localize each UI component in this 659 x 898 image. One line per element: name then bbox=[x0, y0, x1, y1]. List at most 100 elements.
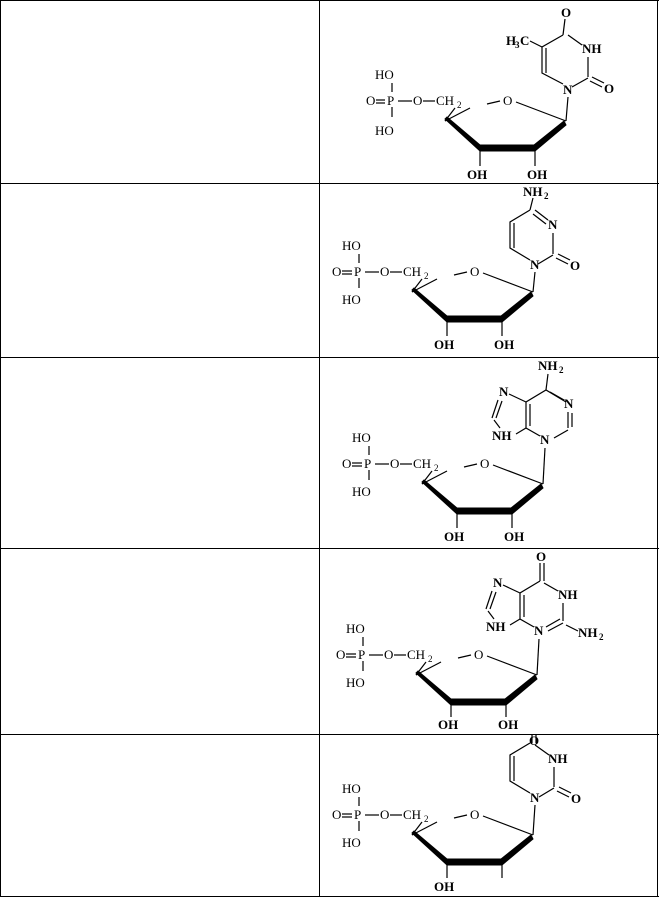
subscript: 2 bbox=[559, 365, 564, 375]
answer-cell[interactable] bbox=[1, 735, 319, 896]
o-label: O bbox=[380, 807, 389, 822]
answer-cell[interactable] bbox=[1, 184, 319, 357]
o-ring-label: O bbox=[470, 264, 479, 279]
p-label: P bbox=[354, 264, 361, 279]
nucleotide-structure-2: HO O P O CH 2 HO O OH OH bbox=[332, 184, 580, 352]
o-label: O bbox=[604, 81, 614, 96]
nh2-label: NH bbox=[538, 358, 558, 373]
subscript: 2 bbox=[424, 271, 429, 281]
o-ring-label: O bbox=[470, 807, 479, 822]
table-border-bottom bbox=[0, 896, 659, 897]
ho-label: HO bbox=[342, 292, 361, 307]
sugar-ring-bottom bbox=[415, 670, 538, 706]
sugar-ring-bottom bbox=[411, 830, 534, 866]
ho-label: HO bbox=[346, 621, 365, 636]
p-label: P bbox=[358, 647, 365, 662]
nucleotide-structure-3: HO O P O CH 2 HO O OH OH bbox=[342, 358, 574, 544]
o-label: O bbox=[561, 5, 571, 20]
o-label: O bbox=[570, 258, 580, 273]
n-label: N bbox=[499, 384, 509, 399]
p-label: P bbox=[364, 456, 371, 471]
p-label: P bbox=[387, 93, 394, 108]
ho-label: HO bbox=[375, 123, 394, 138]
o-label: O bbox=[529, 735, 539, 748]
subscript: 3 bbox=[515, 40, 520, 50]
subscript: 2 bbox=[457, 100, 462, 110]
sugar-ring-bottom bbox=[444, 116, 567, 152]
oh-label: OH bbox=[498, 717, 518, 732]
subscript: 2 bbox=[544, 191, 549, 201]
nh-label: NH bbox=[548, 751, 568, 766]
p-label: P bbox=[354, 807, 361, 822]
table-row: HO O P O CH 2 HO O OH OH bbox=[0, 184, 659, 357]
nucleotide-structure-4: HO O P O CH 2 HO O OH OH bbox=[336, 549, 604, 732]
ho-label: HO bbox=[352, 430, 371, 445]
o-label: O bbox=[332, 264, 341, 279]
ho-label: HO bbox=[346, 675, 365, 690]
o-label: O bbox=[336, 647, 345, 662]
oh-label: OH bbox=[444, 529, 464, 544]
table-row: HO O P O CH 2 HO O OH OH bbox=[0, 358, 659, 548]
table-row: HO O P O CH 2 HO O OH bbox=[0, 1, 659, 183]
ho-label: HO bbox=[375, 67, 394, 82]
ch-label: CH bbox=[407, 647, 425, 662]
oh-label: OH bbox=[504, 529, 524, 544]
row-divider bbox=[0, 183, 659, 184]
o-label: O bbox=[342, 456, 351, 471]
ho-label: HO bbox=[342, 238, 361, 253]
structure-cell: HO O P O CH 2 HO O OH OH bbox=[320, 358, 658, 548]
ch-label: CH bbox=[403, 807, 421, 822]
subscript: 2 bbox=[599, 632, 604, 642]
row-divider bbox=[0, 548, 659, 549]
o-label: O bbox=[384, 647, 393, 662]
ho-label: HO bbox=[352, 484, 371, 499]
nh-label: NH bbox=[558, 587, 578, 602]
sugar-ring-bottom bbox=[421, 479, 544, 515]
oh-label: OH bbox=[527, 167, 547, 182]
n-label: N bbox=[534, 623, 544, 638]
answer-cell[interactable] bbox=[1, 549, 319, 734]
subscript: 2 bbox=[424, 814, 429, 824]
structure-cell: HO O P O CH 2 HO O OH OH bbox=[320, 549, 658, 734]
n-label: N bbox=[564, 396, 574, 411]
o-ring-label: O bbox=[474, 647, 483, 662]
o-label: O bbox=[390, 456, 399, 471]
nh-label: NH bbox=[486, 619, 506, 634]
table-border-left bbox=[0, 0, 1, 897]
sugar-ring-bottom bbox=[411, 287, 534, 323]
structure-cell: HO O P O CH 2 HO O OH bbox=[320, 735, 658, 896]
o-label: O bbox=[571, 791, 581, 806]
ch-label: CH bbox=[413, 456, 431, 471]
nucleotide-structure-1: HO O P O CH 2 HO O OH bbox=[366, 5, 614, 182]
ch-label: CH bbox=[403, 264, 421, 279]
n-label: N bbox=[493, 575, 503, 590]
o-label: O bbox=[366, 93, 375, 108]
answer-cell[interactable] bbox=[1, 1, 319, 183]
nh-label: NH bbox=[582, 41, 602, 56]
n-label: N bbox=[563, 82, 573, 97]
nh2-label: NH bbox=[578, 625, 598, 640]
table-row: HO O P O CH 2 HO O OH OH bbox=[0, 549, 659, 734]
structure-cell: HO O P O CH 2 HO O OH bbox=[320, 1, 658, 183]
o-label: O bbox=[413, 93, 422, 108]
nh-label: NH bbox=[492, 428, 512, 443]
answer-cell[interactable] bbox=[1, 358, 319, 548]
ch-label: CH bbox=[436, 93, 454, 108]
o-label: O bbox=[536, 549, 546, 564]
row-divider bbox=[0, 357, 659, 358]
table-border-right bbox=[657, 0, 658, 897]
oh-label: OH bbox=[434, 879, 454, 894]
o-label: O bbox=[380, 264, 389, 279]
o-ring-label: O bbox=[503, 93, 512, 108]
row-divider bbox=[0, 734, 659, 735]
column-divider bbox=[319, 0, 320, 897]
ho-label: HO bbox=[342, 781, 361, 796]
oh-label: OH bbox=[438, 717, 458, 732]
n-label: N bbox=[548, 217, 558, 232]
nucleotide-structure-5: HO O P O CH 2 HO O OH bbox=[332, 735, 581, 894]
ho-label: HO bbox=[342, 835, 361, 850]
subscript: 2 bbox=[434, 463, 439, 473]
o-label: O bbox=[332, 807, 341, 822]
n-label: N bbox=[530, 257, 540, 272]
